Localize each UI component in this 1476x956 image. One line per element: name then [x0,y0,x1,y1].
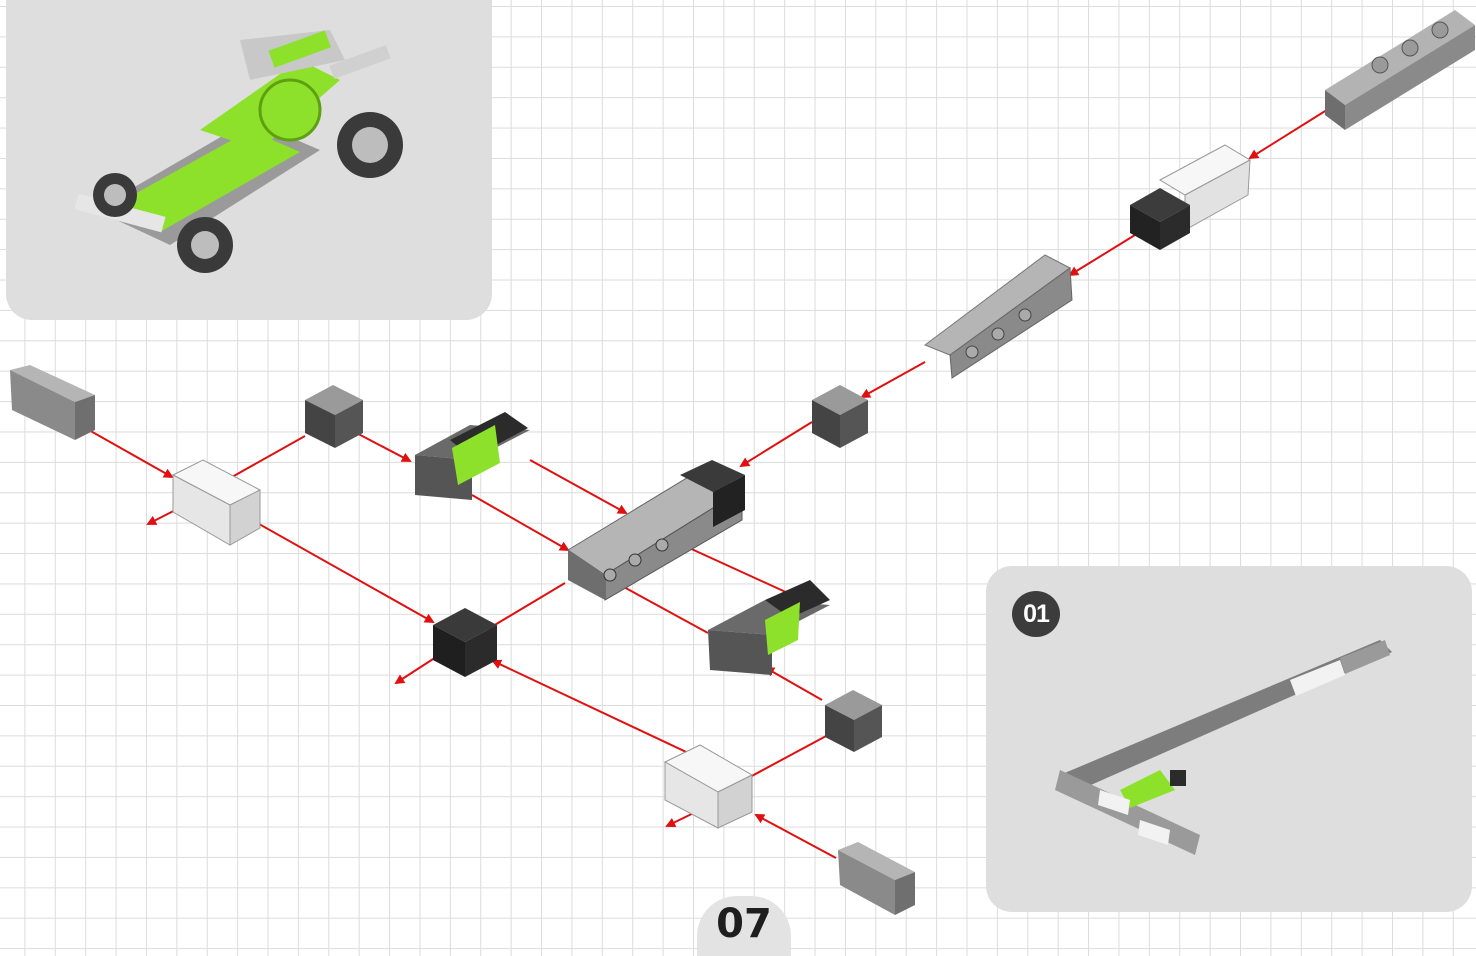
green-hinge-connector-lower [708,580,830,675]
gray-hinge-bottom [838,842,915,915]
black-connector-cube-left-lower [433,608,497,677]
gray-connector-cube-bottom [825,690,882,752]
white-block-left [171,459,262,546]
gray-connector-cube-left [305,385,363,448]
assembly-diagram [10,10,1475,915]
white-block-bottom [663,744,754,829]
gray-connector-cube-right [812,385,868,448]
finished-vehicle-illustration [74,30,403,273]
vehicle-model-icon [74,30,403,273]
black-connector-cube-top [1130,188,1190,250]
gray-beam-mid [923,254,1073,379]
page-number: 07 [716,901,772,947]
page-number-tab: 07 [697,896,791,956]
gray-hinge-left [10,365,95,440]
step-number-badge: 01 [1012,591,1060,637]
green-hinge-connector-upper [415,412,530,500]
step-result-assembly-icon [1055,640,1392,855]
black-connector-cube-center [680,460,745,527]
step-result-panel [986,566,1472,912]
gray-beam-long-top [1325,10,1475,130]
gray-beam-center [567,469,744,601]
